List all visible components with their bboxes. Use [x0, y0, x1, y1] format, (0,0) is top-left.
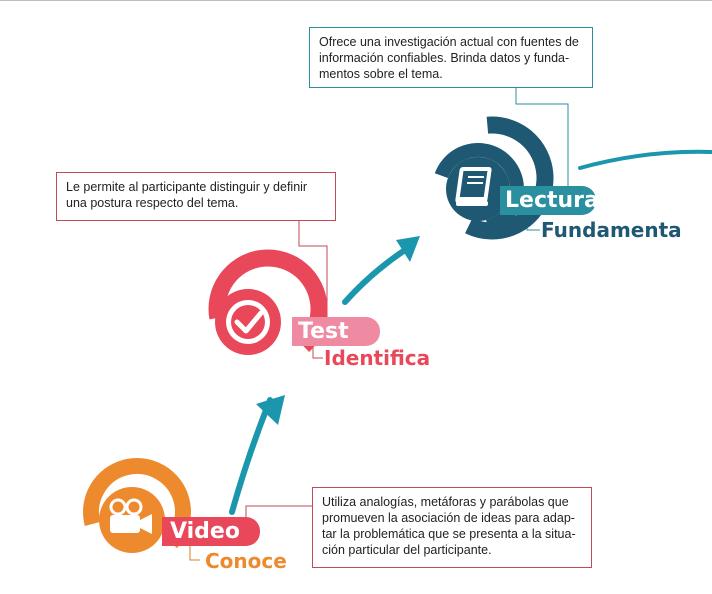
- book-icon: [455, 167, 492, 206]
- leader-test-verb: [312, 345, 323, 359]
- lectura-verb-text: Fundamenta: [541, 218, 682, 242]
- lectura-label: Lectura: [505, 188, 599, 213]
- description-line: mentos sobre el tema.: [319, 67, 443, 81]
- test-verb-text: Identifica: [324, 346, 431, 370]
- leader-video-verb: [189, 545, 200, 561]
- leader-video: [245, 505, 312, 520]
- video-node: [83, 458, 191, 566]
- arrow-test-to-lectura: [342, 247, 408, 305]
- video-verb-text: Conoce: [205, 549, 287, 573]
- checkmark-icon: [234, 310, 264, 334]
- top-border: [0, 0, 712, 1]
- test-description: Le permite al participante distinguir y …: [56, 172, 336, 221]
- lectura-node: [430, 116, 554, 240]
- leader-lectura: [515, 88, 569, 186]
- test-pill: Test: [292, 317, 380, 346]
- video-verb: Conoce: [205, 549, 287, 573]
- description-line: Ofrece una investigación actual con fuen…: [319, 35, 579, 49]
- video-label: Video: [170, 519, 240, 544]
- description-line: tar la problemática que se presenta a la…: [322, 527, 576, 541]
- description-line: Le permite al participante distinguir y …: [66, 180, 308, 194]
- test-verb: Identifica: [324, 346, 430, 370]
- description-line: ción particular del participante.: [322, 543, 492, 557]
- video-pill: Video: [162, 517, 260, 546]
- arrow-head-lectura: [396, 236, 420, 262]
- description-line: una postura respecto del tema.: [66, 196, 239, 210]
- test-label: Test: [298, 319, 349, 344]
- lectura-verb: Fundamenta: [541, 218, 682, 242]
- description-line: Utiliza analogías, metáforas y parábolas…: [322, 495, 569, 509]
- arrow-video-to-test: [229, 397, 273, 515]
- lectura-description: Ofrece una investigación actual con fuen…: [309, 27, 593, 88]
- video-camera-icon: [109, 498, 152, 534]
- video-description: Utiliza analogías, metáforas y parábolas…: [312, 487, 592, 568]
- continuation-arc: [578, 149, 712, 170]
- test-node: [208, 249, 328, 369]
- arrow-head-test: [256, 395, 285, 425]
- description-line: información confiables. Brinda datos y f…: [319, 51, 570, 65]
- description-line: promueven la asociación de ideas para ad…: [322, 511, 575, 525]
- leader-test: [298, 221, 328, 320]
- lectura-pill: Lectura: [500, 186, 599, 215]
